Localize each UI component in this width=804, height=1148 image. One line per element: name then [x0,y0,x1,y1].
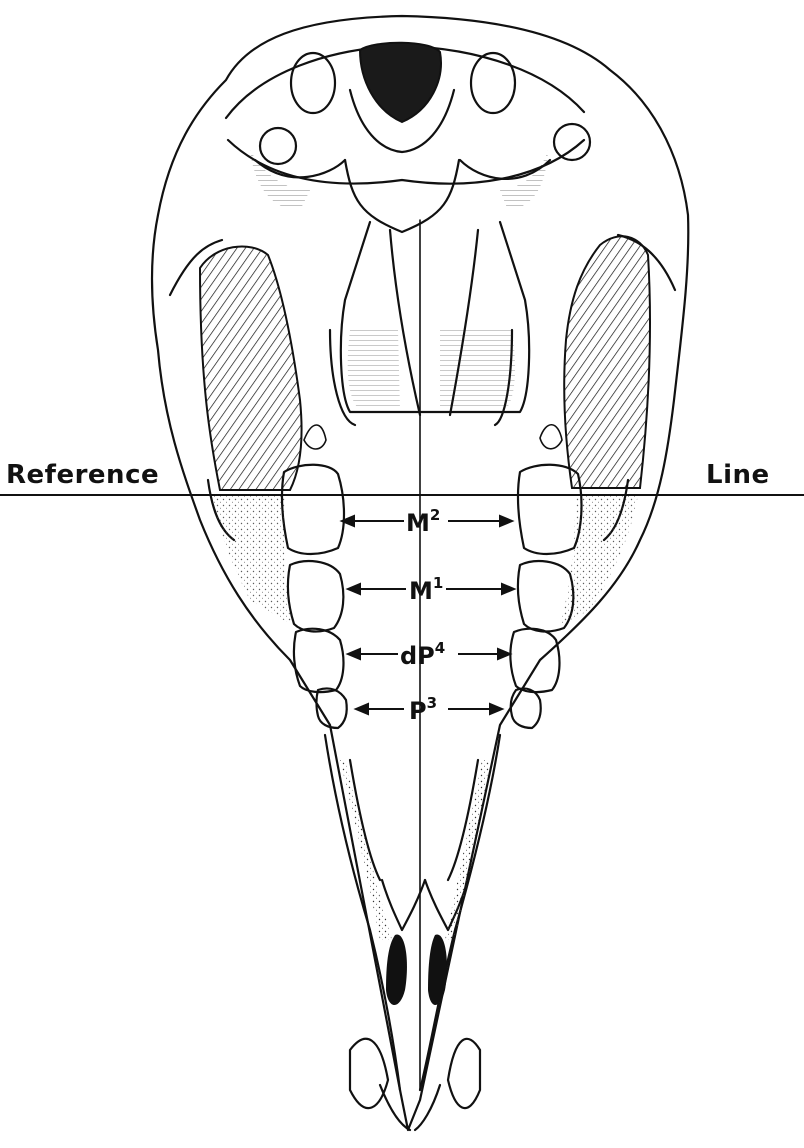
tooth-label-p3: P3 [409,698,437,723]
tooth-label-m2: M2 [406,510,440,535]
tooth-label-m1: M1 [409,578,443,603]
left-incisive-foramen [386,934,407,1005]
left-zygomatic-hatching [200,246,302,490]
right-incisive-foramen [428,934,447,1005]
tooth-label-dp4: dP4 [400,643,445,668]
right-zygomatic-hatching [564,236,650,488]
measurement-arrows [342,516,514,714]
palatal-foramen [360,43,441,122]
line-label: Line [706,462,770,488]
reference-label: Reference [6,462,159,488]
left-tooth-row [282,465,347,728]
